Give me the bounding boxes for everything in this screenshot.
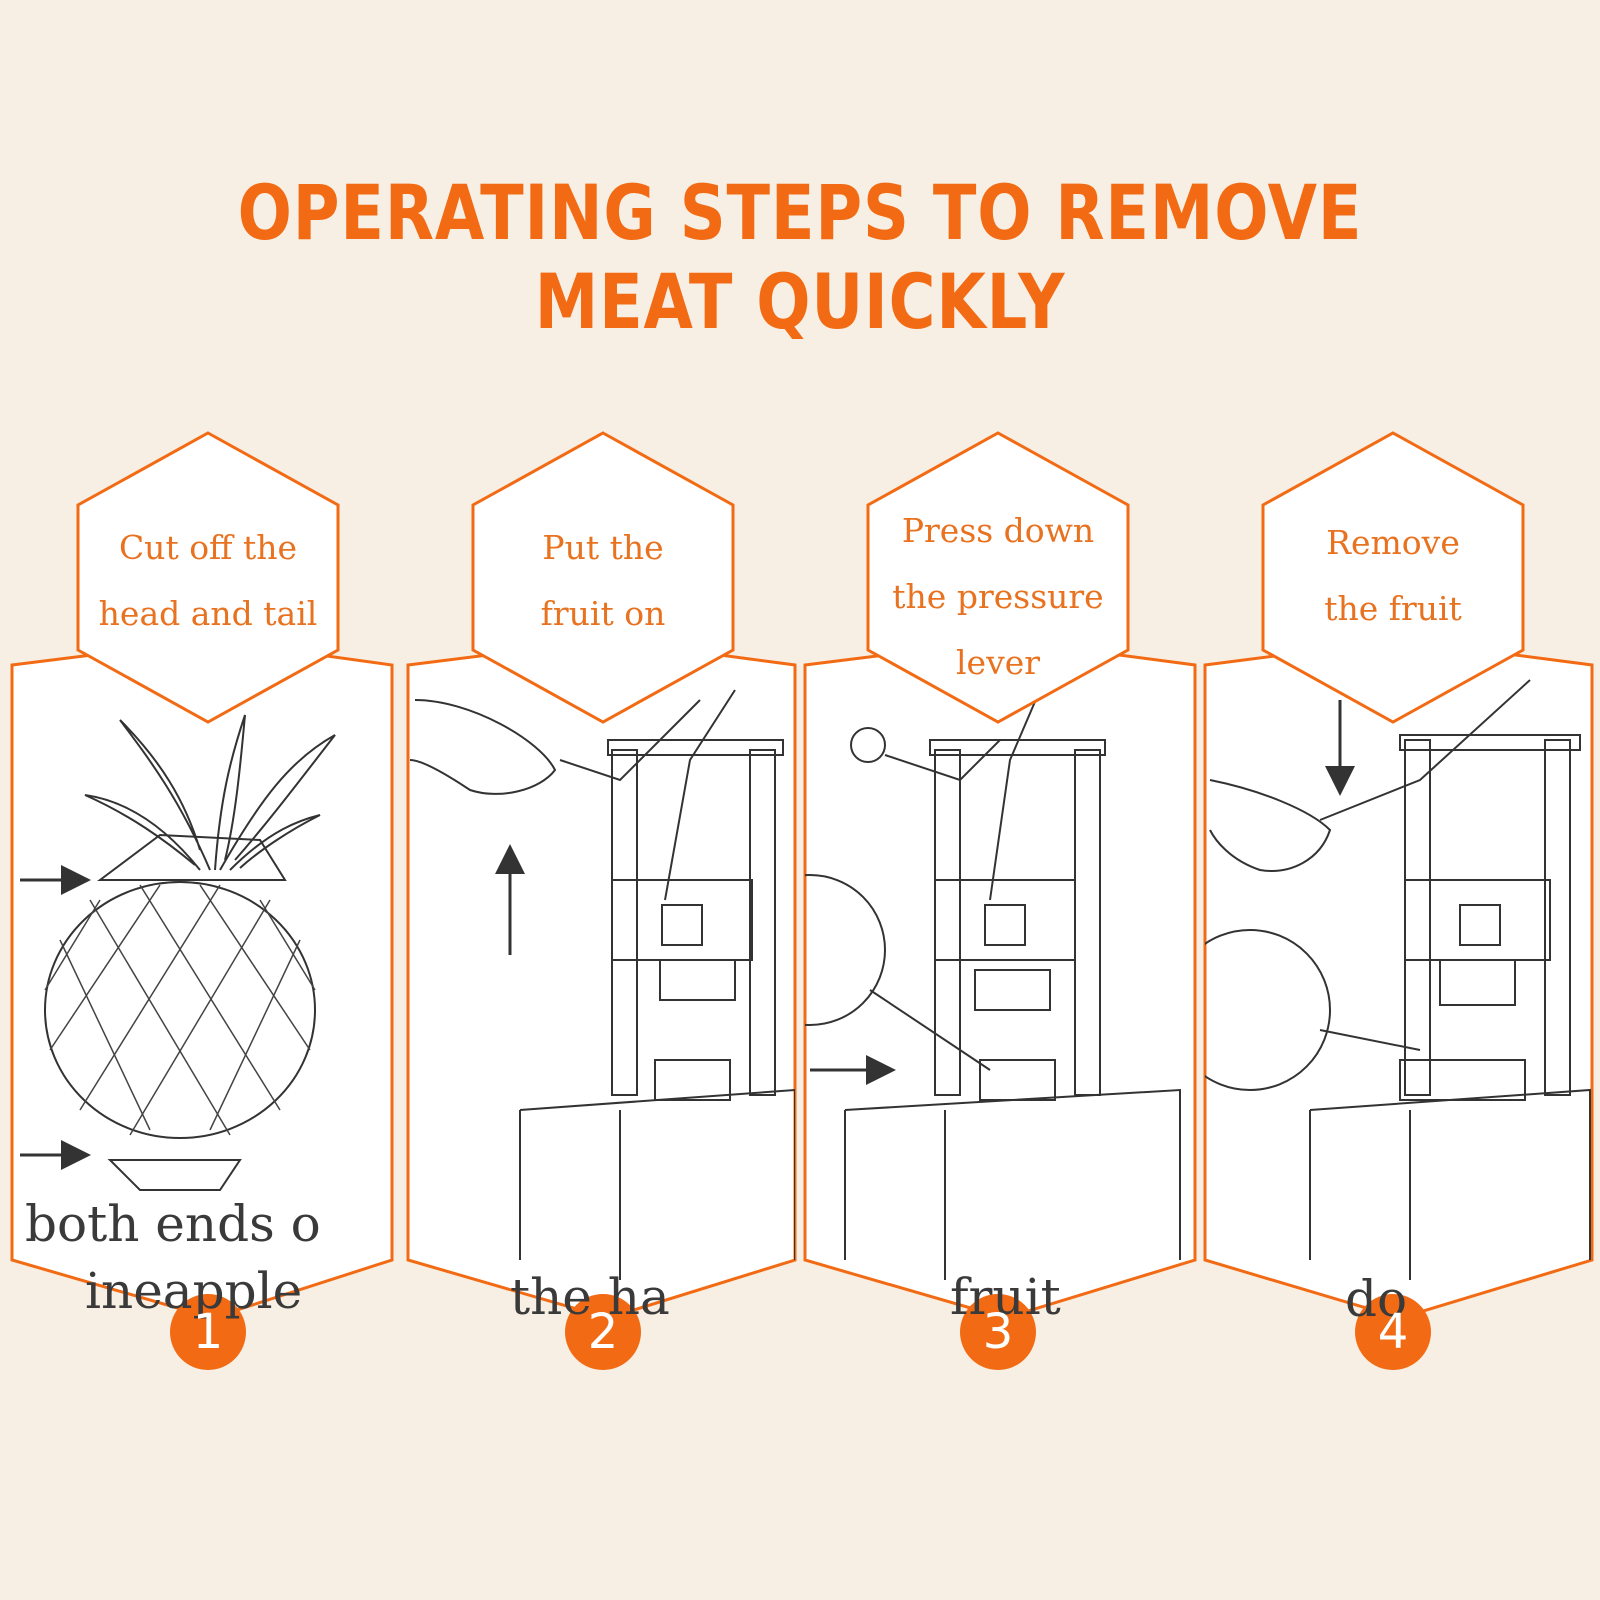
caption-line: Cut off the xyxy=(118,528,298,567)
peeler-machine-illustration xyxy=(409,689,795,1280)
pineapple-illustration xyxy=(44,714,336,1191)
step-3-hexagon xyxy=(866,431,1130,724)
step-3-caption: Press down the pressure lever xyxy=(878,498,1118,696)
step-1-hexagon xyxy=(76,431,340,724)
step-3-badge-circle xyxy=(960,1294,1036,1370)
step-4-number: 4 xyxy=(1377,1304,1409,1360)
step-4-hexagon xyxy=(1261,431,1525,724)
step-2-number: 2 xyxy=(587,1304,619,1360)
step-2-bg-text: the ha xyxy=(510,1268,670,1326)
step-1-bg-text: ineapple xyxy=(85,1262,303,1320)
page-title: OPERATING STEPS TO REMOVE MEAT QUICKLY xyxy=(237,168,1363,346)
step-2-badge-circle xyxy=(565,1294,641,1370)
caption-line: fruit on xyxy=(540,594,666,633)
step-1-number: 1 xyxy=(192,1304,224,1360)
caption-line: lever xyxy=(955,643,1041,682)
caption-line: Remove xyxy=(1326,523,1460,562)
step-1-panel xyxy=(10,638,394,1320)
caption-line: Put the xyxy=(542,528,664,567)
step-4-panel xyxy=(1203,638,1594,1320)
step-3-number: 3 xyxy=(982,1304,1014,1360)
peeler-machine-illustration xyxy=(805,689,1181,1280)
step-1-caption: Cut off the head and tail xyxy=(98,515,318,647)
step-3-bg-text: fruit xyxy=(950,1268,1061,1326)
caption-line: the fruit xyxy=(1324,589,1462,628)
step-4-bg-text: do xyxy=(1345,1270,1408,1328)
step-2-caption: Put the fruit on xyxy=(493,515,713,647)
step-2-hexagon xyxy=(471,431,735,724)
step-2-panel xyxy=(406,638,797,1320)
step-1-badge-circle xyxy=(170,1294,246,1370)
step-4-badge-circle xyxy=(1355,1294,1431,1370)
caption-line: Press down xyxy=(901,511,1095,550)
caption-line: the pressure xyxy=(892,577,1104,616)
peeler-machine-illustration xyxy=(1205,679,1591,1280)
step-4-caption: Remove the fruit xyxy=(1283,510,1503,642)
step-3-panel xyxy=(803,638,1197,1320)
step-1-bg-text: both ends o xyxy=(25,1195,321,1253)
caption-line: head and tail xyxy=(98,594,318,633)
